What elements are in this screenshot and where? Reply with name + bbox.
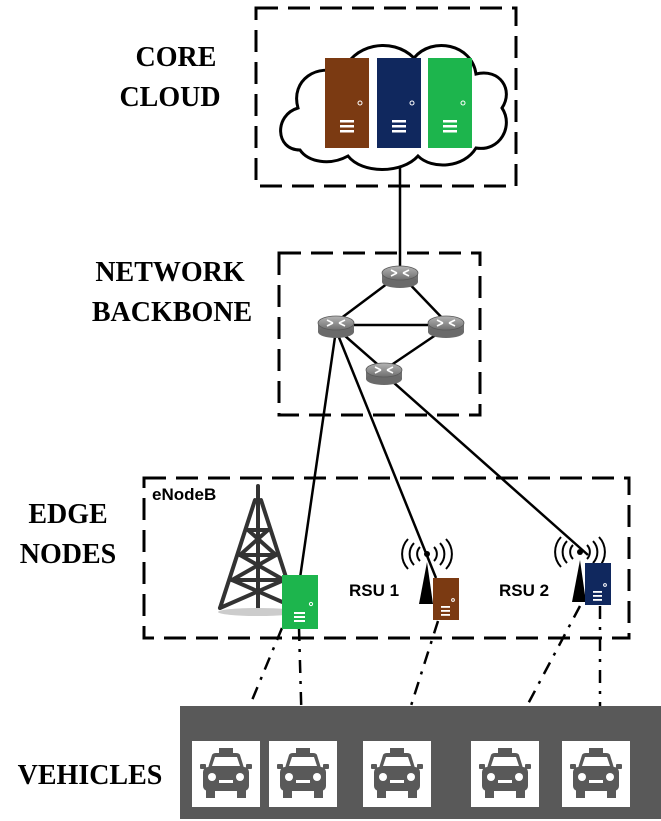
server-icon (377, 58, 421, 148)
router-icon (427, 315, 465, 339)
server-icon (585, 563, 611, 605)
server-icon (325, 58, 369, 148)
network-backbone-label-line2: BACKBONE (92, 297, 252, 328)
taxi-icon (269, 741, 337, 807)
antenna-icon (554, 536, 606, 602)
taxi-icon (192, 741, 260, 807)
edge-nodes-boundary (142, 476, 631, 640)
core-cloud-label-line2: CLOUD (119, 82, 220, 113)
router-icon (317, 315, 355, 339)
router-icon (365, 362, 403, 386)
rsu1-label: RSU 1 (349, 581, 399, 600)
cell-tower-icon (218, 484, 298, 616)
server-icon (282, 575, 318, 629)
network-links (298, 150, 589, 579)
rsu2-label: RSU 2 (499, 581, 549, 600)
taxi-icon (471, 741, 539, 807)
core-cloud-label-line1: CORE (136, 42, 217, 73)
edge-nodes-label-line2: NODES (20, 539, 116, 570)
server-icon (433, 578, 459, 620)
taxi-icon (562, 741, 630, 807)
core-cloud-boundary (254, 6, 518, 188)
antenna-icon (401, 538, 453, 604)
edge-nodes-label-line1: EDGE (28, 499, 107, 530)
enodeb-label: eNodeB (152, 485, 216, 504)
network-backbone-boundary (277, 251, 482, 417)
network-backbone-label-line1: NETWORK (95, 257, 245, 288)
server-icon (428, 58, 472, 148)
router-icon (381, 265, 419, 289)
taxi-icon (363, 741, 431, 807)
vehicles-label: VEHICLES (18, 760, 163, 791)
